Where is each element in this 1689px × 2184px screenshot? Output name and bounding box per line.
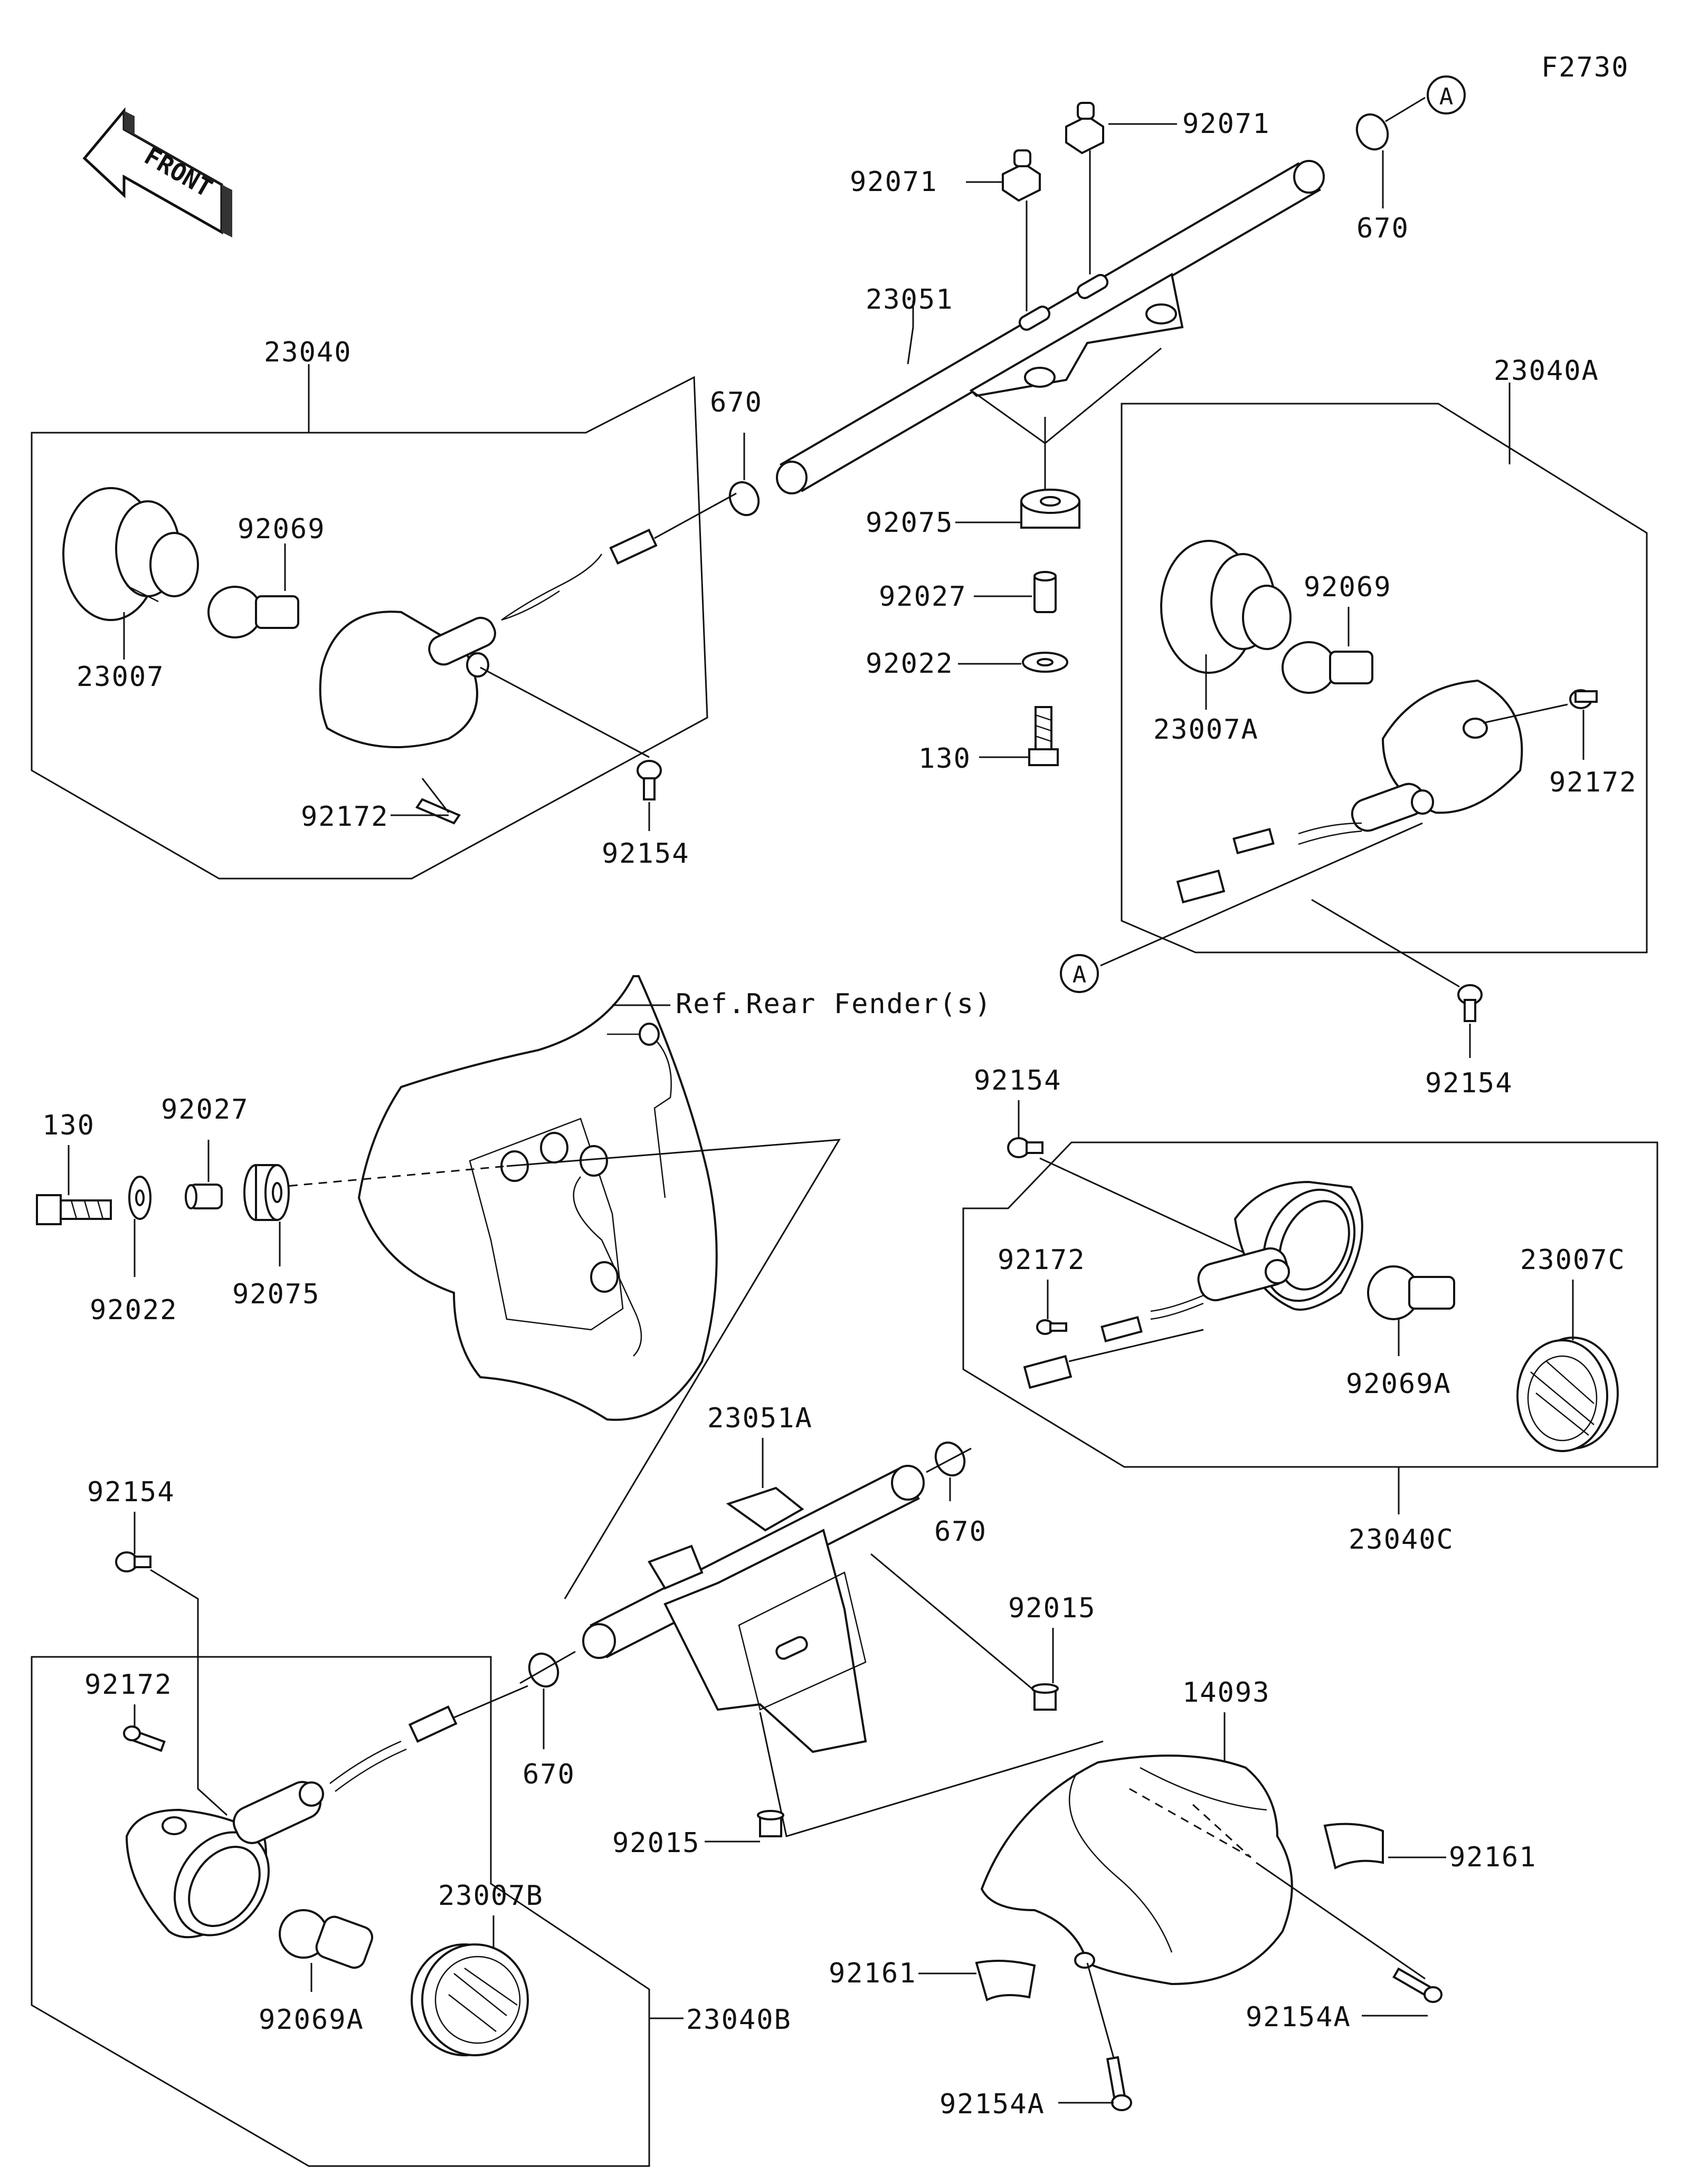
label-92161-left: 92161 <box>829 1958 917 1989</box>
screw-92172-left-front <box>415 798 461 825</box>
housing-23007A <box>1160 540 1292 674</box>
label-23051: 23051 <box>866 284 954 316</box>
grommet-92075-lower <box>243 1164 290 1221</box>
screw-92172-right-rear <box>1036 1319 1067 1335</box>
label-14093: 14093 <box>1182 1677 1270 1709</box>
label-92154-left-rear: 92154 <box>87 1476 175 1508</box>
label-23051A: 23051A <box>707 1403 813 1434</box>
front-turn-signal-stay <box>776 160 1325 494</box>
group-outline-23040B <box>31 1656 650 2167</box>
label-92015-lower: 92015 <box>612 1827 700 1859</box>
label-23007C: 23007C <box>1520 1244 1626 1276</box>
label-92172-left-rear: 92172 <box>84 1669 173 1701</box>
label-92075-lower: 92075 <box>232 1279 320 1310</box>
lens-cover-right-front <box>1176 679 1523 904</box>
clip-92071-left <box>1002 149 1041 202</box>
housing-23007B <box>411 1943 529 2056</box>
label-92154A-bottom: 92154A <box>940 2088 1045 2120</box>
ref-rear-fender-label: Ref.Rear Fender(s) <box>676 988 992 1020</box>
label-92075-upper: 92075 <box>866 507 954 539</box>
label-92069-left: 92069 <box>238 513 326 545</box>
grommet-92075-upper <box>1020 489 1080 529</box>
washer-92022-lower <box>128 1176 151 1220</box>
label-92161-right: 92161 <box>1449 1842 1537 1873</box>
housing-23007 <box>62 487 199 621</box>
label-92071-left: 92071 <box>850 166 938 198</box>
screw-92154-right-front <box>1457 984 1483 1022</box>
lens-cover-left-front <box>319 528 658 748</box>
label-670-rear-left: 670 <box>523 1759 575 1790</box>
label-23040A: 23040A <box>1494 355 1599 387</box>
group-outline-23040A <box>1121 403 1648 953</box>
rear-turn-signal-stay <box>582 1465 925 1753</box>
front-arrow-icon: FRONT <box>82 107 232 237</box>
pad-92161-right <box>1323 1823 1384 1870</box>
ref-marker-a-top-label: A <box>1439 83 1454 110</box>
figure-code: F2730 <box>1541 52 1629 83</box>
label-130-upper: 130 <box>918 743 971 775</box>
label-130-lower: 130 <box>42 1110 95 1141</box>
label-92154-right-rear: 92154 <box>974 1065 1062 1096</box>
label-23040B: 23040B <box>686 2004 792 2036</box>
label-92154A-right: 92154A <box>1246 2001 1351 2033</box>
bulb-92069-right <box>1282 641 1373 694</box>
label-92069A-right: 92069A <box>1346 1368 1451 1400</box>
label-92022-upper: 92022 <box>866 648 954 680</box>
screw-92172-left-rear <box>123 1725 166 1752</box>
screw-92154-right-rear <box>1007 1137 1043 1158</box>
oring-670-top <box>1355 113 1389 151</box>
rear-fender-reference <box>357 975 718 1421</box>
label-92015-upper: 92015 <box>1008 1592 1096 1624</box>
screw-92154-left-front <box>637 760 662 800</box>
label-23040C: 23040C <box>1349 1524 1454 1556</box>
screw-92154A-right <box>1392 1967 1443 2003</box>
housing-23007C <box>1516 1337 1619 1452</box>
collar-92027-lower <box>185 1184 223 1209</box>
label-92154-left-front: 92154 <box>602 838 690 870</box>
label-92027-lower: 92027 <box>161 1094 249 1126</box>
label-23040: 23040 <box>264 337 352 368</box>
bolt-130-lower <box>36 1194 112 1225</box>
bulb-92069A-left <box>279 1909 374 1969</box>
label-670-rear-right: 670 <box>934 1516 987 1548</box>
bolt-130-upper <box>1028 706 1059 766</box>
label-23007: 23007 <box>77 661 165 693</box>
label-670-upper: 670 <box>710 387 763 418</box>
grommet-92015-lower <box>757 1810 784 1837</box>
oring-670-upper <box>728 481 760 517</box>
label-92071-right: 92071 <box>1182 108 1270 140</box>
label-92027-upper: 92027 <box>879 581 967 613</box>
label-92172-left-front: 92172 <box>301 801 389 833</box>
screw-92154-left-rear <box>115 1551 151 1572</box>
label-92172-right-front: 92172 <box>1549 767 1637 798</box>
ref-marker-a-top <box>1427 75 1466 115</box>
cover-14093 <box>980 1754 1293 1986</box>
label-92172-right-rear: 92172 <box>998 1244 1086 1276</box>
grommet-92015-upper <box>1031 1683 1059 1711</box>
pad-92161-left <box>975 1960 1036 2001</box>
clip-92071-right <box>1065 102 1104 155</box>
bulb-92069A-right <box>1367 1265 1455 1320</box>
ref-marker-a-bottom-label: A <box>1073 961 1087 988</box>
group-outline-23040C <box>962 1141 1658 1468</box>
label-670-top: 670 <box>1356 213 1409 244</box>
collar-92027-upper <box>1033 571 1057 613</box>
screw-92172-right-front <box>1569 689 1598 709</box>
label-23007B: 23007B <box>438 1880 544 1912</box>
lens-cover-right-rear <box>1023 1180 1363 1389</box>
label-23007A: 23007A <box>1153 714 1259 746</box>
bulb-92069-left <box>207 586 299 638</box>
label-92069-right: 92069 <box>1304 571 1392 603</box>
label-92022-lower: 92022 <box>90 1294 178 1326</box>
ref-marker-a-bottom <box>1060 954 1099 993</box>
group-outline-23040 <box>31 376 708 880</box>
label-92069A-left: 92069A <box>259 2004 364 2036</box>
label-92154-right-front: 92154 <box>1425 1067 1513 1099</box>
lens-cover-left-rear <box>125 1705 458 1939</box>
washer-92022-upper <box>1022 652 1068 673</box>
